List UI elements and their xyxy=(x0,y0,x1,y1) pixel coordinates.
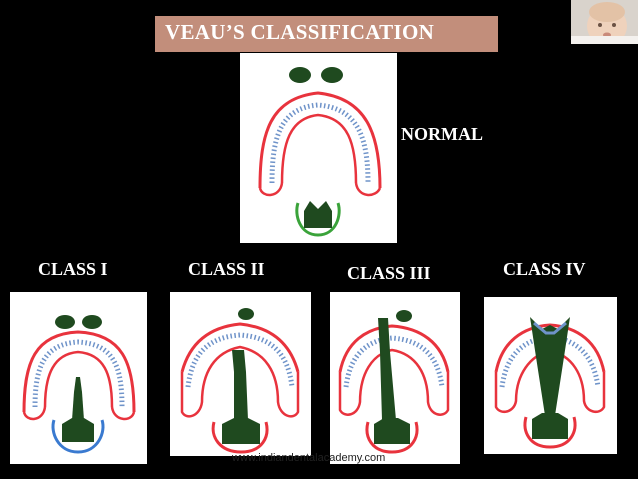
class2-label: CLASS II xyxy=(188,259,265,279)
class4-label: CLASS IV xyxy=(503,259,586,279)
normal-diagram xyxy=(240,53,397,243)
baby-photo xyxy=(571,0,638,44)
normal-label: NORMAL xyxy=(401,124,483,144)
class3-label: CLASS III xyxy=(347,263,431,283)
slide-title: VEAU’S CLASSIFICATION xyxy=(155,16,498,52)
class1-label: CLASS I xyxy=(38,259,108,279)
footer-watermark: www.indiandentalacademy.com xyxy=(232,452,386,464)
class2-diagram xyxy=(170,292,311,456)
class3-diagram xyxy=(330,292,460,464)
class4-diagram xyxy=(484,297,617,454)
class1-diagram xyxy=(10,292,147,464)
